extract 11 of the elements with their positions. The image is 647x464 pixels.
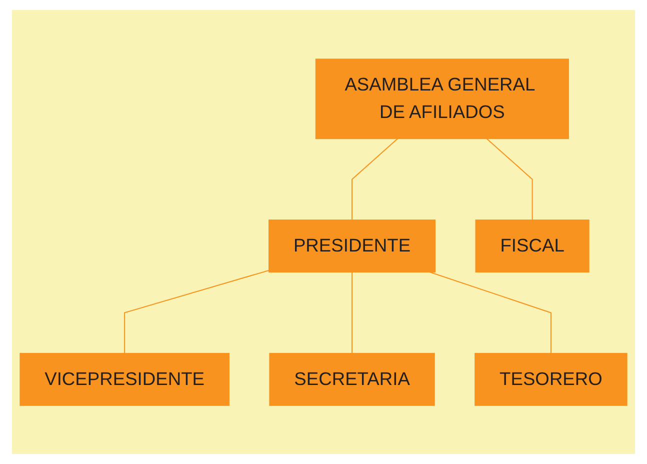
connector: [124, 270, 270, 354]
node-box: SECRETARIA: [269, 352, 435, 406]
connector: [352, 138, 398, 220]
node-box: PRESIDENTE: [268, 219, 436, 272]
connector: [486, 138, 533, 220]
connector: [352, 272, 353, 354]
node-box: ASAMBLEA GENERAL DE AFILIADOS: [315, 58, 569, 139]
connector: [429, 271, 552, 354]
node-box: VICEPRESIDENTE: [20, 352, 230, 406]
node-box: FISCAL: [475, 219, 590, 272]
node-box: TESORERO: [474, 352, 628, 406]
